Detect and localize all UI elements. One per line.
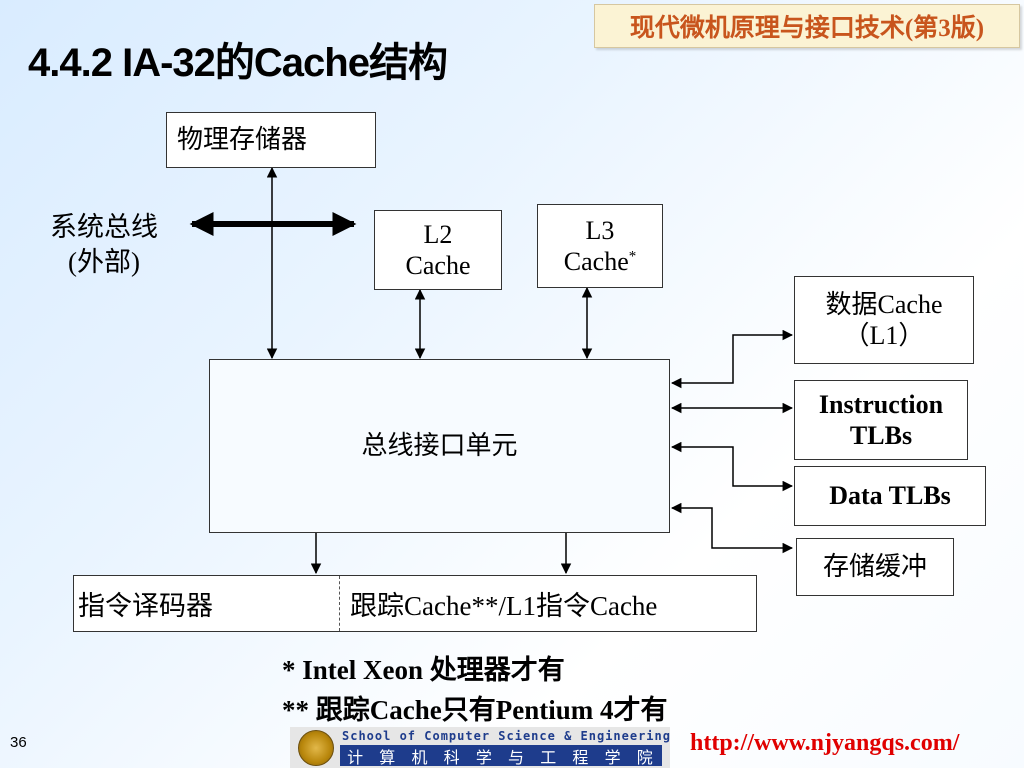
bus-interface-unit-label: 总线接口单元 (361, 431, 518, 461)
physical-memory-box: 物理存储器 (166, 112, 376, 168)
store-buffer-label: 存储缓冲 (822, 552, 927, 582)
system-bus-label: 系统总线 (外部) (22, 210, 186, 280)
website-link[interactable]: http://www.njyangqs.com/ (690, 730, 960, 756)
l3-cache-footnote-mark: * (628, 248, 637, 265)
data-cache-line1: 数据Cache (825, 289, 943, 319)
instruction-tlb-box: Instruction TLBs (794, 380, 968, 460)
page-number: 36 (10, 734, 27, 751)
dtlb-link (670, 441, 794, 492)
data-cache-line2: （L1） (843, 321, 925, 350)
l3-cache-box: L3 Cache* (537, 204, 663, 288)
data-tlb-label: Data TLBs (829, 481, 951, 511)
instruction-decoder-label: 指令译码器 (78, 591, 213, 621)
instruction-tlb-line2: TLBs (849, 421, 913, 450)
l2-cache-line2: Cache (405, 251, 471, 280)
data-tlb-box: Data TLBs (794, 466, 986, 526)
store-buffer-link (670, 502, 794, 554)
instruction-tlb-line1: Instruction (818, 389, 944, 419)
school-name-english: School of Computer Science & Engineering (342, 729, 671, 743)
trace-cache-label: 跟踪Cache**/L1指令Cache (350, 591, 658, 621)
system-bus-label-line1: 系统总线 (50, 212, 158, 242)
footnote-pentium4: ** 跟踪Cache只有Pentium 4才有 (282, 695, 668, 725)
l2-cache-line1: L2 (423, 219, 453, 249)
footnote-xeon: * Intel Xeon 处理器才有 (282, 655, 565, 685)
page-title: 4.4.2 IA-32的Cache结构 (28, 41, 448, 85)
system-bus-label-line2: (外部) (68, 247, 140, 278)
data-cache-link (670, 329, 794, 389)
l2-cache-box: L2 Cache (374, 210, 502, 290)
data-cache-l1-box: 数据Cache （L1） (794, 276, 974, 364)
book-title-badge: 现代微机原理与接口技术(第3版) (594, 4, 1020, 48)
bus-interface-unit-box: 总线接口单元 (209, 359, 670, 533)
school-name-chinese: 计 算 机 科 学 与 工 程 学 院 (340, 745, 662, 767)
dashed-divider (339, 576, 340, 631)
l3-cache-line1: L3 (585, 215, 615, 245)
decoder-trace-cache-box: 指令译码器 跟踪Cache**/L1指令Cache (73, 575, 757, 632)
l3-cache-line2: Cache (563, 247, 629, 276)
store-buffer-box: 存储缓冲 (796, 538, 954, 596)
physical-memory-label: 物理存储器 (177, 125, 308, 155)
school-logo-icon (298, 730, 334, 766)
